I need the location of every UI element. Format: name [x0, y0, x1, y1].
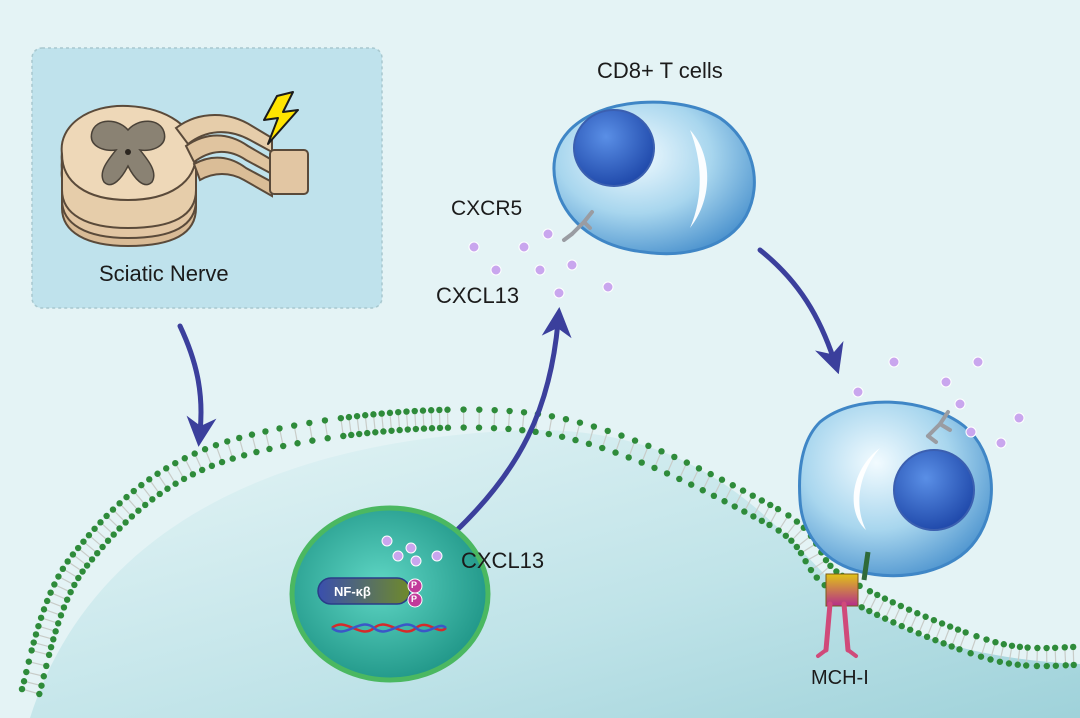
- sciatic-nerve-label: Sciatic Nerve: [99, 261, 229, 286]
- chemokine-dot: [381, 535, 393, 547]
- chemokine-dot: [940, 376, 952, 388]
- nfkb-label: NF-κβ: [334, 584, 371, 599]
- chemokine-dot: [954, 398, 966, 410]
- receptor-icon: [926, 410, 952, 444]
- chemokine-dot: [392, 550, 404, 562]
- chemokine-dot: [410, 555, 422, 567]
- cxcl13-secreted-label: CXCL13: [436, 283, 520, 308]
- chemokine-dot: [965, 426, 977, 438]
- chemokine-cluster: [381, 228, 1025, 567]
- arrow-tcell-migration: [757, 247, 844, 375]
- chemokine-dot: [542, 228, 554, 240]
- cd8-t-cells-label: CD8+ T cells: [597, 58, 723, 83]
- chemokine-dot: [405, 542, 417, 554]
- arrow-nucleus-to-secretion: [452, 307, 572, 535]
- lightning-icon: [263, 91, 299, 145]
- dna-icon: [331, 623, 447, 633]
- chemokine-dot: [534, 264, 546, 276]
- chemokine-dot: [602, 281, 614, 293]
- cxcl13-nucleus-label: CXCL13: [461, 548, 545, 573]
- spinal-cord-icon: [60, 104, 309, 248]
- chemokine-dot: [995, 437, 1007, 449]
- chemokine-dot: [553, 287, 565, 299]
- cxcr5-label: CXCR5: [451, 197, 523, 220]
- mhc-complex: [816, 551, 871, 658]
- chemokine-dot: [490, 264, 502, 276]
- nucleus: [289, 505, 491, 683]
- t-cell-icon: [798, 400, 993, 578]
- phospho-label: P: [411, 580, 418, 590]
- chemokine-dot: [1013, 412, 1025, 424]
- receptor-icon: [562, 210, 594, 242]
- mhc-label: MCH-I: [811, 667, 869, 689]
- chemokine-dot: [972, 356, 984, 368]
- cell-body: [30, 429, 1080, 718]
- arrow-nerve-to-cell: [177, 323, 217, 447]
- chemokine-dot: [888, 356, 900, 368]
- chemokine-dot: [566, 259, 578, 271]
- chemokine-dot: [518, 241, 530, 253]
- chemokine-dot: [852, 386, 864, 398]
- chemokine-dot: [468, 241, 480, 253]
- t-cell-icon: [552, 100, 756, 256]
- chemokine-dot: [431, 550, 443, 562]
- phospho-label: P: [411, 594, 418, 604]
